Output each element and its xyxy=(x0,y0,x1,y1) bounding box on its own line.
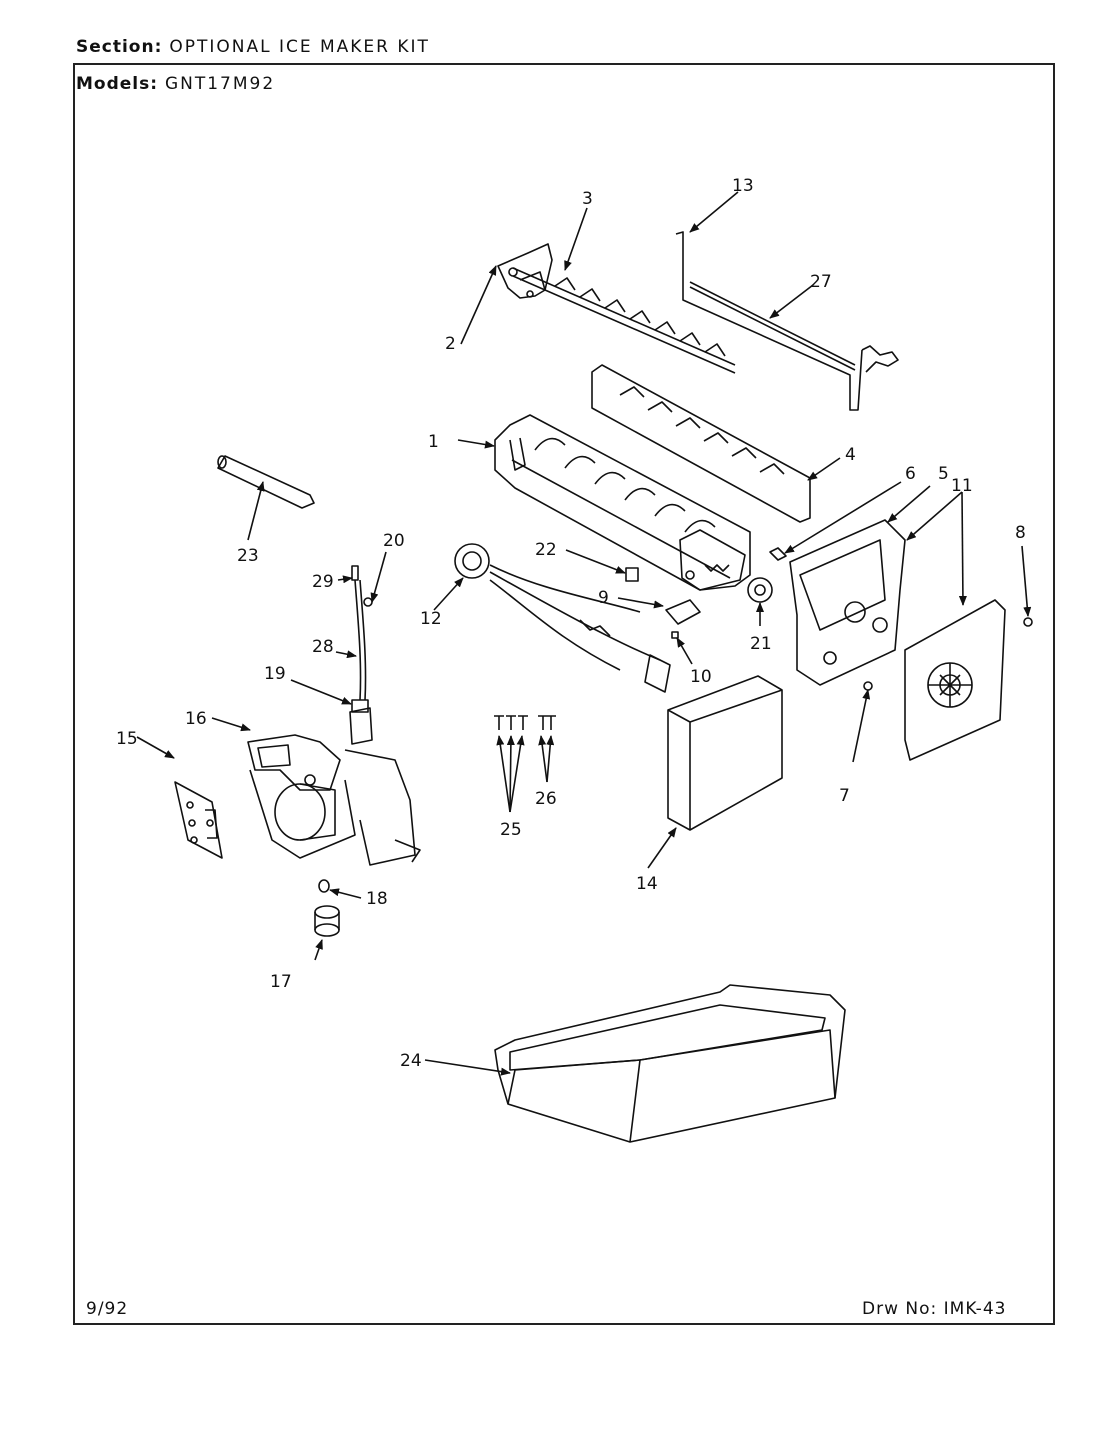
callout-11: 11 xyxy=(951,476,973,496)
callout-28: 28 xyxy=(312,637,334,657)
wire-harness-part xyxy=(454,543,671,693)
motor-gear-part xyxy=(747,577,773,603)
ejector-part xyxy=(508,267,736,374)
water-tube-part xyxy=(351,565,373,713)
control-module-part xyxy=(904,599,1006,761)
washer-part xyxy=(318,879,330,893)
callout-2: 2 xyxy=(445,334,456,354)
callout-19: 19 xyxy=(264,664,286,684)
callout-3: 3 xyxy=(582,189,593,209)
callout-18: 18 xyxy=(366,889,388,909)
callout-leaders xyxy=(136,191,1032,1076)
thermostat-part xyxy=(625,567,639,582)
callout-13: 13 xyxy=(732,176,754,196)
callout-6: 6 xyxy=(905,464,916,484)
revision-date: 9/92 xyxy=(86,1299,129,1319)
models-heading: Models: GNT17M92 xyxy=(76,74,275,94)
callout-12: 12 xyxy=(420,609,442,629)
valve-bracket-part xyxy=(174,781,223,859)
water-valve-part xyxy=(247,707,421,866)
callout-25: 25 xyxy=(500,820,522,840)
bracket-part xyxy=(665,599,701,625)
callout-5: 5 xyxy=(938,464,949,484)
callout-20: 20 xyxy=(383,531,405,551)
callout-8: 8 xyxy=(1015,523,1026,543)
mold-heater-part xyxy=(494,414,751,591)
screw-part xyxy=(769,547,787,561)
ice-bin-part xyxy=(494,984,846,1143)
callout-labels: 1 2 3 4 5 6 7 8 9 10 11 12 13 14 15 16 1… xyxy=(116,176,1026,1071)
callout-26: 26 xyxy=(535,789,557,809)
drawing-id: IMK-43 xyxy=(943,1299,1007,1319)
callout-17: 17 xyxy=(270,972,292,992)
screws-part xyxy=(494,715,556,730)
callout-24: 24 xyxy=(400,1051,422,1071)
callout-27: 27 xyxy=(810,272,832,292)
callout-1: 1 xyxy=(428,432,439,452)
shutoff-rod-part xyxy=(689,281,856,371)
callout-14: 14 xyxy=(636,874,658,894)
stripper-part xyxy=(591,364,811,523)
shutoff-arm-part xyxy=(675,231,899,411)
callout-9: 9 xyxy=(598,588,609,608)
callout-21: 21 xyxy=(750,634,772,654)
section-title: OPTIONAL ICE MAKER KIT xyxy=(169,37,430,57)
callout-22: 22 xyxy=(535,540,557,560)
model-number: GNT17M92 xyxy=(164,74,276,94)
models-label: Models: xyxy=(76,74,159,94)
callout-23: 23 xyxy=(237,546,259,566)
fill-cup-part xyxy=(497,243,553,299)
section-heading: Section: OPTIONAL ICE MAKER KIT xyxy=(76,37,430,57)
screw-part xyxy=(863,681,873,691)
callout-4: 4 xyxy=(845,445,856,465)
callout-29: 29 xyxy=(312,572,334,592)
callout-15: 15 xyxy=(116,729,138,749)
compression-nut-part xyxy=(314,905,340,937)
callout-16: 16 xyxy=(185,709,207,729)
fill-tube-part xyxy=(217,455,315,509)
section-label: Section: xyxy=(76,37,163,57)
screw-part xyxy=(671,631,679,639)
callout-10: 10 xyxy=(690,667,712,687)
drawing-label: Drw No: xyxy=(862,1299,938,1319)
callout-7: 7 xyxy=(839,786,850,806)
diagram-frame xyxy=(73,63,1055,1325)
screw-part xyxy=(1023,617,1033,627)
front-cover-part xyxy=(667,675,783,831)
drawing-number: Drw No: IMK-43 xyxy=(862,1299,1006,1319)
housing-support-part xyxy=(789,519,906,686)
